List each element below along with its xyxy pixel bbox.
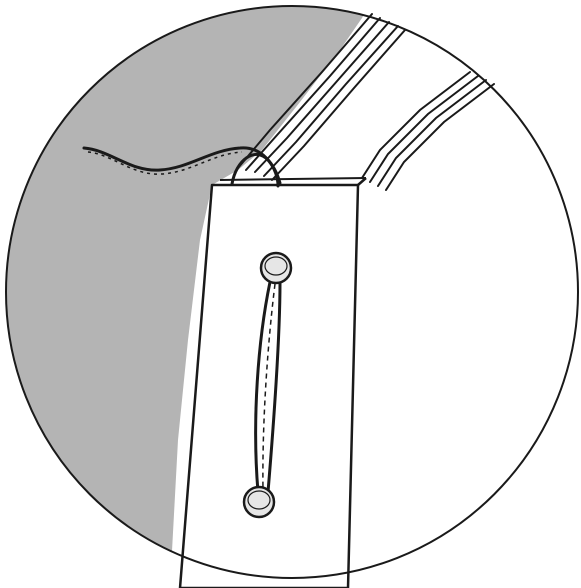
board-front bbox=[180, 185, 358, 588]
top-button bbox=[261, 253, 291, 283]
bottom-button bbox=[244, 487, 274, 517]
